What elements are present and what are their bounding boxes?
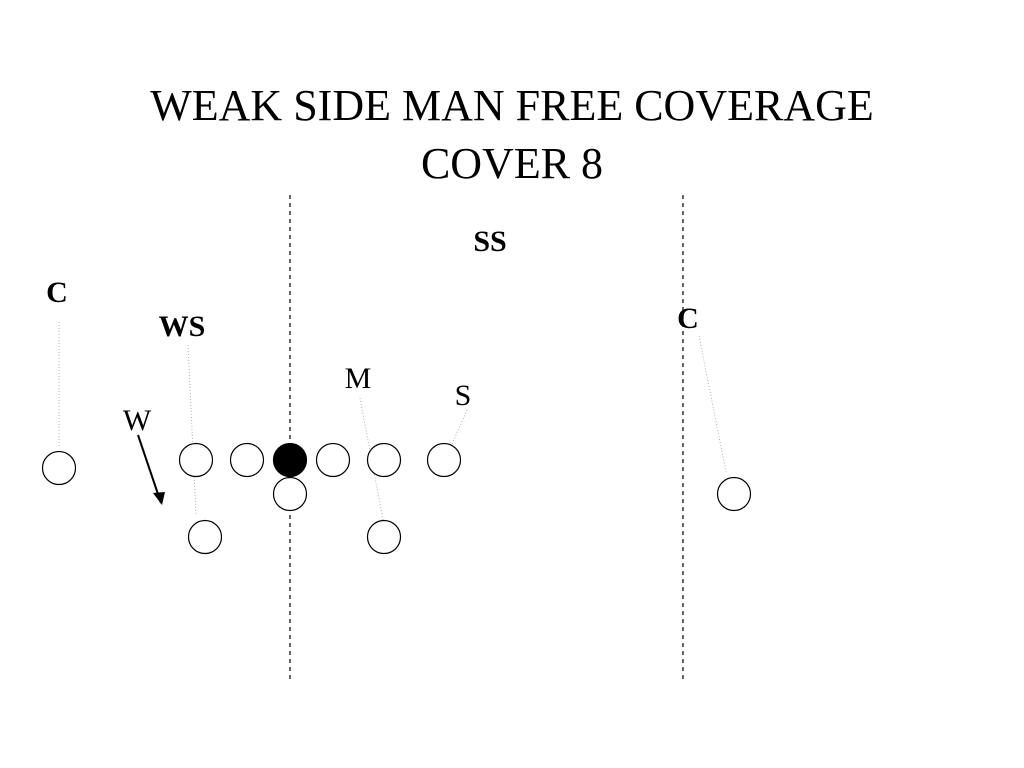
coverage-line-weak-safety — [187, 344, 197, 516]
offense-left-back — [187, 519, 223, 555]
label-weak-safety: WS — [159, 310, 206, 343]
offense-split-end — [41, 450, 77, 486]
coverage-line-sam — [451, 409, 468, 445]
offense-tight-end — [178, 442, 214, 478]
label-will-lb: W — [123, 404, 152, 437]
label-left-corner: C — [46, 276, 68, 309]
label-mike-lb: M — [345, 362, 372, 395]
label-strong-safety: SS — [473, 225, 506, 258]
weak-lb-arrowhead — [153, 492, 165, 505]
title-line-1: WEAK SIDE MAN FREE COVERAGE — [150, 81, 874, 130]
offense-right-guard — [315, 442, 351, 478]
offense-right-tackle — [366, 442, 402, 478]
coverage-line-right-corner — [698, 335, 727, 473]
offense-flanker — [716, 476, 752, 512]
offense-right-back — [366, 519, 402, 555]
weak-lb-blitz-arrow — [137, 434, 162, 504]
offense-left-tackle — [229, 442, 265, 478]
label-right-corner: C — [677, 302, 699, 335]
label-sam-lb: S — [455, 379, 472, 412]
offense-center-ball — [272, 442, 308, 478]
title-line-2: COVER 8 — [420, 139, 604, 188]
offense-right-end — [426, 442, 462, 478]
offense-quarterback — [272, 476, 308, 512]
